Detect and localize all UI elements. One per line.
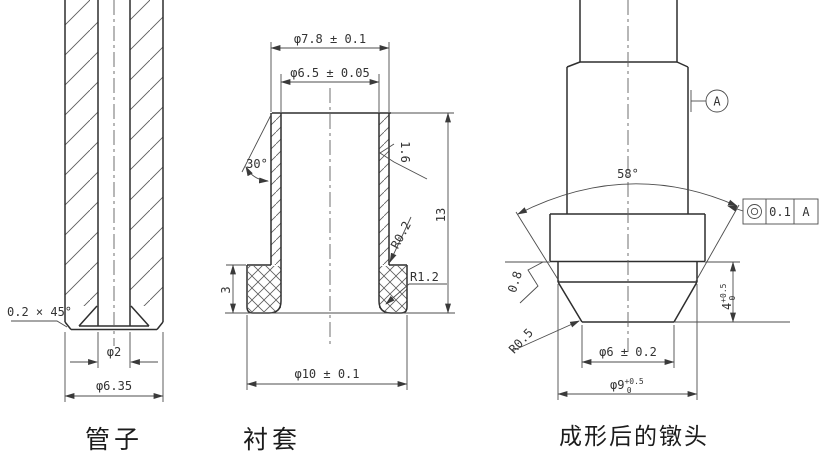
upset-head-outline [549,0,706,323]
concentricity-icon [747,204,762,219]
bushing-caption: 衬套 [243,425,301,454]
cone-roughness-value: 0.8 [505,270,525,295]
pipe-dimensions: 0.2 × 45° φ2 φ6.35 [7,305,164,402]
roughness-symbol-1-6: 1.6 [379,141,428,180]
figure-upset-head: A 58° 0.1 A [505,0,819,450]
figure-pipe: 0.2 × 45° φ2 φ6.35 管子 [7,0,164,454]
head-height-dim: 4+0.50 [719,283,737,310]
pipe-caption: 管子 [85,425,143,454]
bushing-neck-fillet: R0.2 [388,219,414,251]
pipe-bore-dim: φ2 [107,345,121,359]
svg-text:4+0.50: 4+0.50 [719,283,737,310]
upset-head-caption: 成形后的镦头 [559,424,709,450]
cone-angle-dim: 58° [617,167,639,181]
fcf-datum: A [802,205,810,219]
corner-radius-dim: R0.5 [506,326,536,357]
pipe-od-dim: φ6.35 [96,379,132,393]
bushing-flange-thickness: 3 [219,286,233,293]
figure-bushing: φ7.8 ± 0.1 φ6.5 ± 0.05 30° 1.6 13 R0.2 [219,32,455,454]
pipe-chamfer-label: 0.2 × 45° [7,305,72,319]
datum-a-symbol: A [690,89,729,113]
bushing-roughness-value: 1.6 [398,141,412,163]
bushing-hatch [248,114,407,312]
bushing-bore-dim: φ6.5 ± 0.05 [290,66,369,80]
pipe-outline [64,0,164,331]
bushing-chamfer-angle: 30° [246,157,268,171]
bushing-od-dim: φ7.8 ± 0.1 [294,32,366,46]
bushing-dimensions: φ7.8 ± 0.1 φ6.5 ± 0.05 30° 1.6 13 R0.2 [219,32,455,390]
upset-head-annotations: A 58° 0.1 A [505,89,819,400]
fcf-tolerance: 0.1 [769,205,791,219]
bushing-flange-dim: φ10 ± 0.1 [294,367,359,381]
bushing-height-dim: 13 [434,208,448,222]
pipe-hatch [65,0,163,306]
end-diameter-dim: φ6 ± 0.2 [599,345,657,359]
datum-label: A [713,95,721,109]
feature-control-frame: 0.1 A [727,198,819,225]
bushing-bore-fillet: R1.2 [410,270,439,284]
chamfer-leader [11,320,68,328]
roughness-symbol-0-8: 0.8 [505,261,544,304]
